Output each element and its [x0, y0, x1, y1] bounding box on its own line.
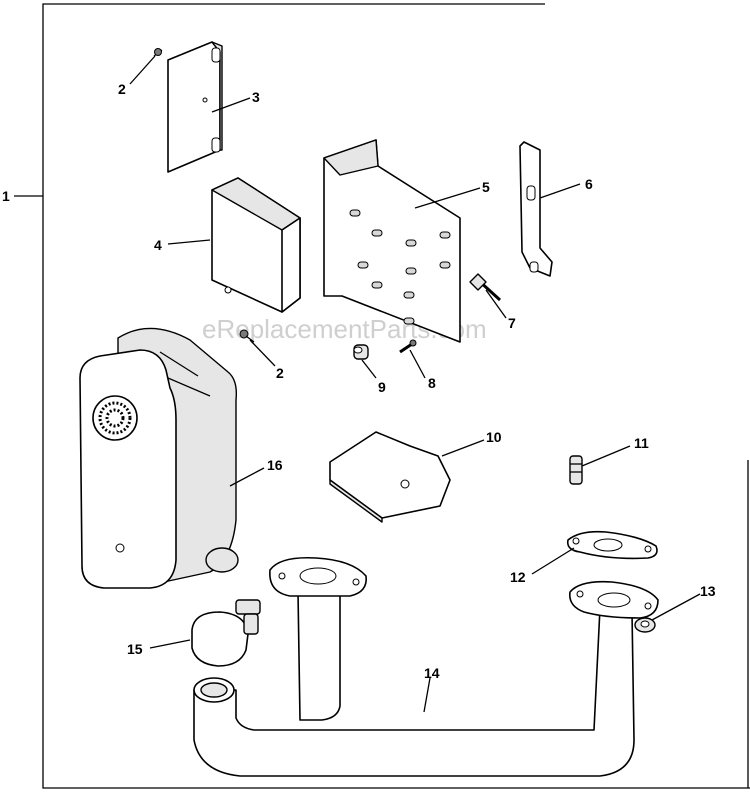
callout-6: 6: [585, 176, 593, 192]
callout-15: 15: [127, 641, 143, 657]
callout-14: 14: [424, 665, 440, 681]
callout-13: 13: [700, 583, 716, 599]
part-2-screw-middle: [239, 329, 255, 343]
callout-2-middle: 2: [276, 365, 284, 381]
callout-labels: 1 2 3 4 5 6 7 2 9 8 10 11 12 13 14 15 16: [2, 81, 716, 681]
callout-7: 7: [508, 315, 516, 331]
callout-10: 10: [486, 429, 502, 445]
part-12-gasket: [566, 530, 658, 560]
part-15-clamp: [191, 599, 261, 667]
callout-9: 9: [378, 379, 386, 395]
part-16-muffler: [79, 327, 239, 589]
part-5-mounting-plate: [323, 139, 461, 343]
part-6-bracket-strap: [519, 141, 553, 277]
part-10-shim-plate: [329, 431, 451, 523]
plate-slots: [349, 209, 451, 325]
callout-16: 16: [267, 457, 283, 473]
part-8-screw: [399, 339, 417, 354]
part-14-exhaust-pipe: [193, 556, 659, 777]
callout-11: 11: [634, 435, 649, 451]
part-2-screw-top: [153, 48, 163, 57]
callout-3: 3: [252, 89, 260, 105]
muffler-vent-grille: [92, 395, 138, 441]
callout-5: 5: [482, 179, 490, 195]
part-13-nut: [634, 617, 656, 633]
callout-12: 12: [510, 569, 526, 585]
part-9-spacer: [353, 344, 369, 360]
assembly-frame: [14, 3, 750, 789]
part-11-stud: [569, 455, 583, 485]
part-3-mounting-bracket: [167, 41, 223, 173]
callout-2-top: 2: [118, 81, 126, 97]
part-4-heat-shield: [211, 177, 301, 313]
part-7-bolt: [469, 273, 502, 302]
leader-lines: [129, 55, 701, 713]
callout-1: 1: [2, 188, 10, 204]
callout-8: 8: [428, 375, 436, 391]
callout-4: 4: [154, 237, 162, 253]
